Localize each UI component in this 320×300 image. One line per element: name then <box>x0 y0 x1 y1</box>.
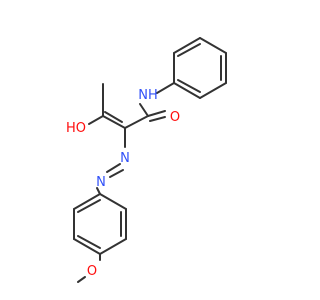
label-azo-nitrogen-1: N <box>120 151 130 166</box>
bond-methoxy-o-to-ch3 <box>77 276 86 283</box>
bond <box>177 79 201 93</box>
bond <box>99 238 127 255</box>
bond <box>173 37 201 54</box>
bond-carbonyl-c-o-double <box>149 116 166 122</box>
bond-c2-c3-double <box>104 111 123 123</box>
bond <box>173 82 201 99</box>
bond-carbonyl-c-o <box>147 110 166 117</box>
label-methoxy-oxygen: O <box>87 264 97 279</box>
bond <box>199 82 227 99</box>
bond <box>73 193 101 210</box>
bond-n-to-ring <box>96 187 101 195</box>
bond-carbonyl-c-to-c2 <box>124 115 149 129</box>
bond <box>199 37 227 54</box>
label-azo-nitrogen-2: N <box>96 175 106 190</box>
bond <box>99 193 127 210</box>
phenyl-ring-top <box>173 37 227 99</box>
bond-c3-oh <box>88 115 104 125</box>
bond-n-n-double <box>109 169 124 178</box>
label-amide-nh: NH <box>138 88 158 103</box>
phenyl-ring-bottom <box>73 193 127 255</box>
label-hydroxyl: HO <box>66 121 86 136</box>
bond <box>73 238 101 255</box>
bond-n-n <box>106 163 121 173</box>
bond-ring-to-nh <box>156 82 175 94</box>
label-carbonyl-oxygen: O <box>170 110 180 125</box>
molecule-structure-diagram: HO NH O N N O <box>66 37 227 283</box>
bond <box>177 43 201 57</box>
bond <box>77 235 101 249</box>
bond <box>77 199 101 213</box>
bond-c2-c3 <box>102 115 126 129</box>
bond-nh-to-carbonyl-c <box>139 103 149 117</box>
